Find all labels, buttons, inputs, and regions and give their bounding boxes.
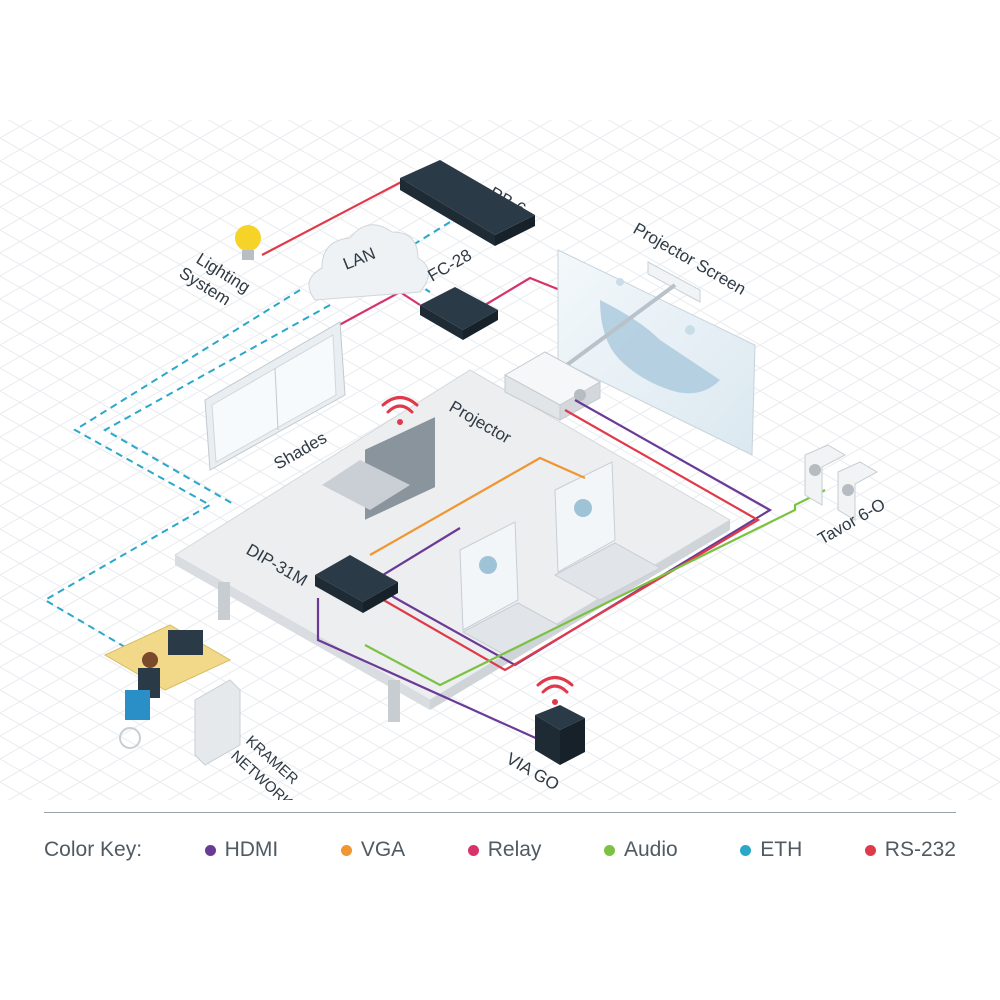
light-bulb-icon [235, 225, 261, 260]
laptop-left [459, 521, 562, 656]
color-key-label: Audio [623, 838, 678, 861]
audio-cable [364, 489, 826, 687]
audio-dot-icon [603, 844, 615, 856]
via-go-device [535, 705, 585, 765]
color-key-label: RS-232 [884, 838, 956, 861]
rs232-dot-icon [864, 844, 876, 856]
projector-screen [557, 249, 756, 456]
color-key-item-eth: ETH [740, 838, 802, 862]
dip31m-device [315, 555, 398, 613]
speakers [804, 444, 879, 521]
rb6-device [400, 160, 535, 246]
divider [44, 812, 956, 813]
wifi-icon [381, 396, 419, 425]
color-key: Color Key: HDMI VGA Relay Audio ETH RS-2… [44, 835, 956, 865]
wifi-icon-via [536, 676, 574, 705]
relay-dot-icon [467, 844, 479, 856]
vga-cable [369, 456, 586, 556]
av-system-diagram: RB-6 Lighting System LAN FC-28 Projector… [0, 120, 1000, 800]
projector [503, 351, 602, 421]
hdmi-dot-icon [204, 844, 216, 856]
color-key-label: HDMI [224, 838, 279, 861]
color-key-item-vga: VGA [340, 838, 406, 862]
eth-dot-icon [740, 844, 752, 856]
vga-dot-icon [340, 844, 352, 856]
color-key-label: VGA [360, 838, 406, 861]
color-key-title: Color Key: [44, 838, 143, 861]
color-key-item-hdmi: HDMI [204, 838, 279, 862]
lan-cloud [308, 224, 429, 301]
color-key-item-rs232: RS-232 [864, 838, 956, 862]
relay-cable-lighting [261, 179, 406, 256]
color-key-item-audio: Audio [603, 838, 678, 862]
laptop-right [553, 461, 662, 601]
rs232-cable [379, 409, 761, 672]
color-key-label: ETH [760, 838, 803, 861]
workstation [103, 624, 241, 766]
color-key-label: Relay [487, 838, 542, 861]
color-key-item-relay: Relay [467, 838, 542, 862]
shades-window [204, 321, 346, 471]
laptop-rear [322, 417, 435, 520]
fc28-device [420, 287, 498, 340]
